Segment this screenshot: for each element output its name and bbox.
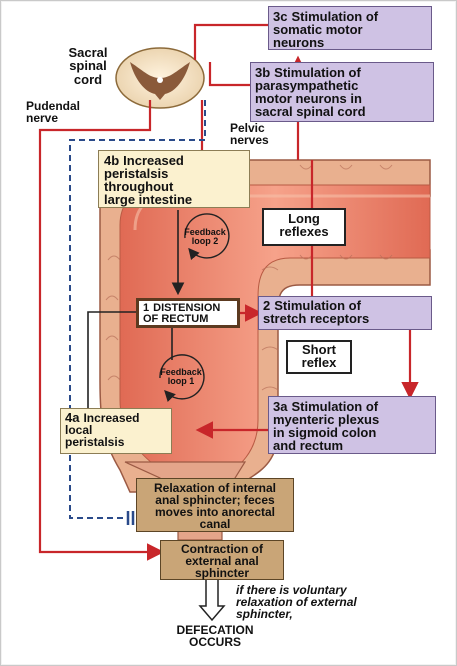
- box-3b-text: Stimulation of parasympathetic motor neu…: [255, 65, 366, 119]
- pudendal-nerve-label: Pudendal nerve: [26, 99, 81, 126]
- box-4b-number: 4b: [104, 153, 120, 168]
- box-3a-text: Stimulation of myenteric plexus in sigmo…: [273, 399, 380, 453]
- connector-lines: [87, 210, 185, 412]
- box-contraction-external-sphincter: Contraction of external anal sphincter: [160, 540, 284, 580]
- pelvic-nerves-label: Pelvic nerves: [230, 121, 269, 148]
- defecation-arrow: [198, 577, 226, 622]
- box-4a-text: Increased local peristalsis: [65, 411, 140, 449]
- box-4b-text: Increased peristalsis throughout large i…: [104, 153, 193, 207]
- short-reflex-label: Short reflex: [286, 340, 352, 374]
- box-1-text: DISTENSION OF RECTUM: [143, 302, 221, 325]
- box-3b-number: 3b: [255, 65, 271, 80]
- feedback-loop-2-ring: [184, 213, 230, 261]
- box-relaxation-internal-sphincter: Relaxation of internal anal sphincter; f…: [136, 478, 294, 532]
- box-3c-text: Stimulation of somatic motor neurons: [273, 9, 379, 50]
- box-2-text: Stimulation of stretch receptors: [263, 298, 370, 326]
- defecation-occurs-label: DEFECATION OCCURS: [176, 623, 254, 650]
- box-2-number: 2: [263, 298, 271, 313]
- feedback-loop-1-ring: [159, 354, 205, 402]
- box-1-number: 1: [143, 302, 150, 314]
- nerve-pathway-blue: [69, 100, 206, 519]
- sacral-spinal-cord-label: Sacral spinal cord: [68, 45, 108, 87]
- feedback-loop-2-label: Feedback loop 2: [184, 227, 226, 247]
- feedback-loop-1-label: Feedback loop 1: [160, 367, 202, 387]
- long-reflexes-label: Long reflexes: [262, 208, 346, 246]
- box-3c-number: 3c: [273, 9, 288, 24]
- spinal-cord-cross-section: [115, 47, 205, 109]
- box-4a-number: 4a: [65, 410, 80, 425]
- voluntary-relaxation-note: if there is voluntary relaxation of exte…: [236, 583, 357, 622]
- box-3a-number: 3a: [273, 399, 288, 414]
